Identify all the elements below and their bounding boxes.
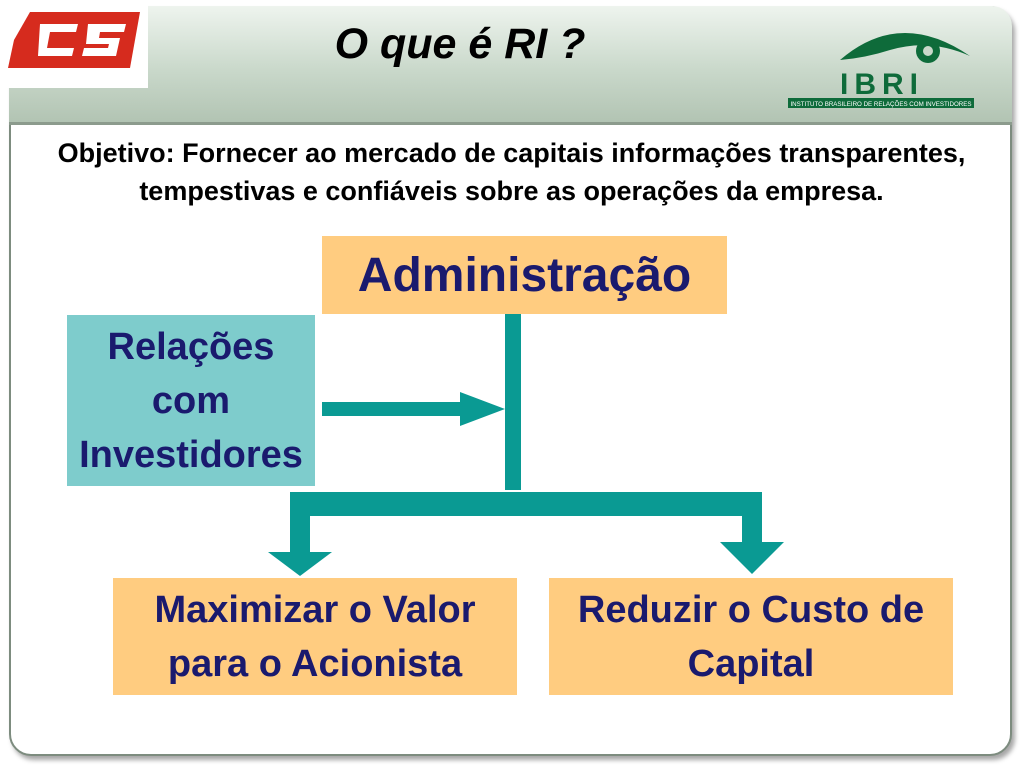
reduce-line-1: Reduzir o Custo de [577,588,925,631]
ri-arrow-shaft [322,402,462,416]
ri-arrow-head [460,392,505,426]
ibri-logo-subtitle: INSTITUTO BRASILEIRO DE RELAÇÕES COM INV… [790,101,971,108]
ri-line-3: Investidores [79,433,303,476]
ri-line-2: com [151,379,231,422]
objective-text: Objetivo: Fornecer ao mercado de capitai… [30,134,993,210]
investor-relations-box: Relações com Investidores [67,315,315,486]
vertical-connector [505,314,521,490]
ri-line-1: Relações [107,325,275,368]
objective-line-2: tempestivas e confiáveis sobre as operaç… [139,176,884,206]
left-branch [290,492,310,554]
company-logo [0,0,148,88]
right-arrow-head [720,542,784,574]
page-title: O que é RI ? [334,20,586,68]
left-arrow-head [268,552,332,576]
reduce-line-2: Capital [687,642,815,685]
header-divider [9,122,1012,125]
horizontal-connector [290,492,762,516]
admin-box: Administração [322,236,727,314]
right-branch [742,492,762,544]
objective-line-1: Objetivo: Fornecer ao mercado de capitai… [57,138,966,168]
maximize-line-2: para o Acionista [167,642,463,685]
eye-icon: IBRI INSTITUTO BRASILEIRO DE RELAÇÕES CO… [788,32,974,108]
maximize-line-1: Maximizar o Valor [154,588,476,631]
reduce-cost-box: Reduzir o Custo de Capital [549,578,953,695]
company-logo-icon [8,12,140,68]
ibri-logo-text: IBRI [840,68,924,101]
ibri-logo: IBRI INSTITUTO BRASILEIRO DE RELAÇÕES CO… [780,18,980,113]
admin-label: Administração [357,248,692,302]
maximize-value-box: Maximizar o Valor para o Acionista [113,578,517,695]
